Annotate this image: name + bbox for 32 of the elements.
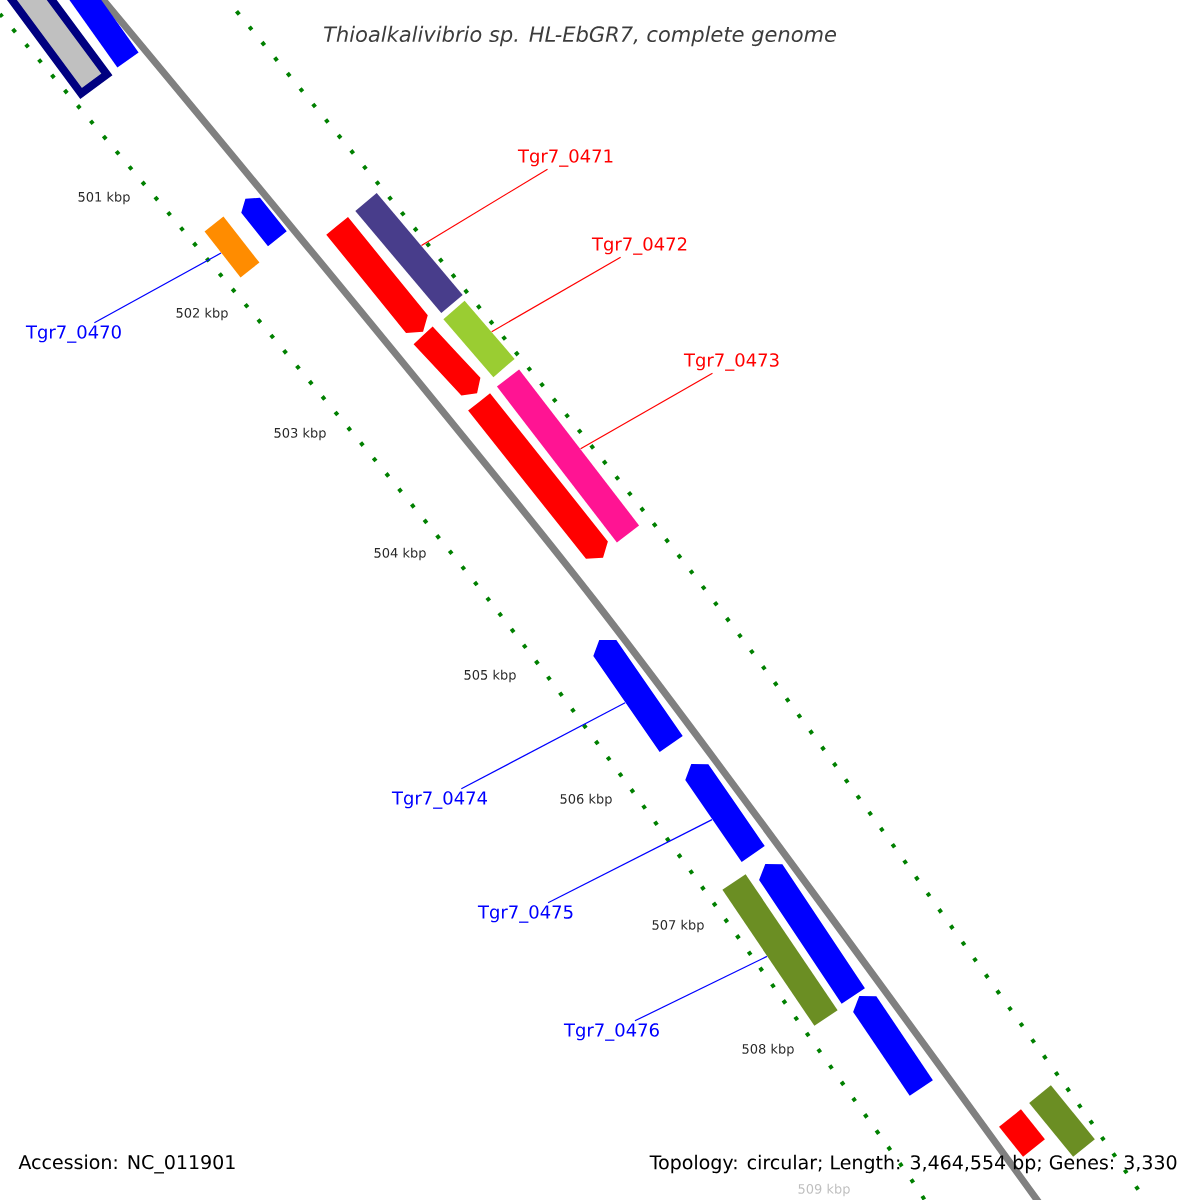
gene-label: Tgr7_0476: [563, 1023, 659, 1041]
leader-line: [634, 955, 768, 1022]
gene-bar: [355, 193, 463, 313]
gene-bar: [413, 326, 481, 396]
gene-bar: [204, 216, 260, 278]
leader-line: [420, 168, 549, 247]
gene-label: Tgr7_0470: [25, 325, 121, 343]
gene-bar: [722, 874, 838, 1026]
footer-text: Topology: circular; Length: 3,464,554 bp; Genes: 3,330: [649, 1154, 1177, 1174]
gene-bar: [443, 300, 515, 378]
gene-bar: [593, 640, 683, 752]
leader-line: [580, 372, 714, 450]
gene-label: Tgr7_0475: [477, 905, 573, 923]
leader-line: [547, 819, 713, 904]
title: Thioalkalivibrio sp. HL-EbGR7, complete genome: [324, 25, 837, 47]
gene-bar: [241, 197, 287, 247]
gene-label: Tgr7_0472: [591, 237, 687, 255]
gene-label: Tgr7_0474: [391, 791, 488, 809]
gene-bar: [326, 217, 428, 333]
gene-bar: [853, 995, 933, 1096]
footer-text: Accession: NC_011901: [18, 1154, 235, 1174]
leader-line: [491, 256, 622, 333]
leader-line: [460, 702, 626, 790]
gene-label: Tgr7_0471: [517, 149, 613, 167]
gene-bar: [468, 393, 608, 559]
leader-line: [93, 252, 222, 324]
gene-bar: [496, 369, 640, 543]
gene-label: Tgr7_0473: [683, 353, 779, 371]
gene-bar: [999, 1109, 1045, 1157]
gene-bar: [685, 764, 765, 862]
gene-bar: [1029, 1085, 1095, 1157]
gene-bar: [759, 863, 865, 1004]
